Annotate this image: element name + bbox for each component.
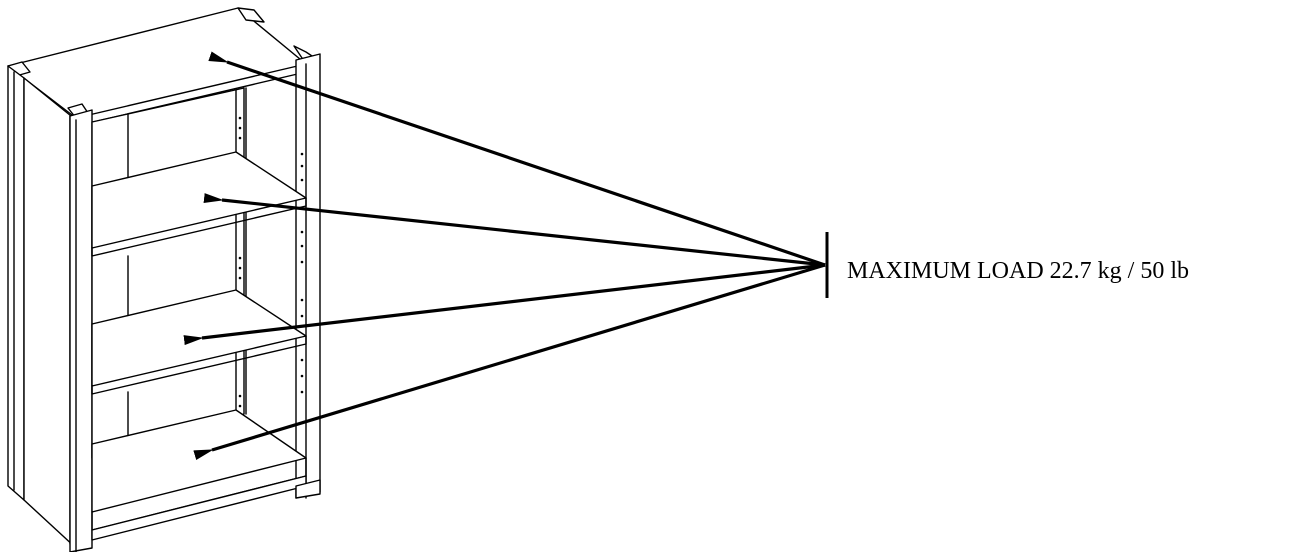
shelf-pin-holes-right xyxy=(300,152,304,394)
shelf-upper xyxy=(91,151,307,257)
load-callout: MAXIMUM LOAD 22.7 kg / 50 lb xyxy=(183,51,1189,460)
arrow-shelf-3 xyxy=(183,263,826,346)
bookcase-illustration xyxy=(7,7,321,552)
maximum-load-label: MAXIMUM LOAD 22.7 kg / 50 lb xyxy=(847,258,1189,284)
right-side-panel xyxy=(295,53,321,499)
arrow-bottom-shelf xyxy=(193,263,826,460)
arrow-top-shelf xyxy=(208,51,826,267)
left-side-panel xyxy=(7,65,77,549)
rear-right-foot xyxy=(295,479,321,499)
front-left-post xyxy=(69,109,93,552)
shelf-pin-holes-left xyxy=(238,116,242,408)
shelf-bottom xyxy=(91,409,307,531)
arrow-shelf-2 xyxy=(203,193,826,267)
back-panel xyxy=(91,87,247,459)
